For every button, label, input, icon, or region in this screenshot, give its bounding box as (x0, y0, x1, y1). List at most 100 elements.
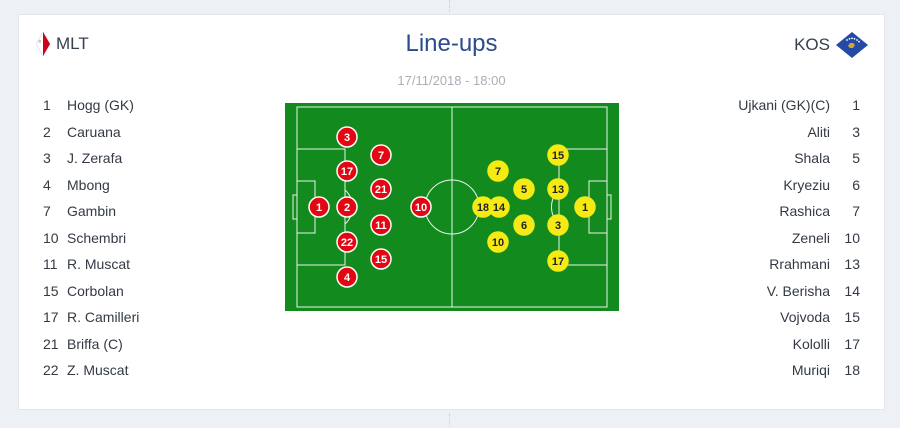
home-team-header[interactable]: MLT (36, 32, 89, 56)
player-number: 7 (852, 203, 860, 220)
player-name: Corbolan (67, 282, 124, 299)
home-player-row[interactable]: 4 Mbong (43, 172, 139, 199)
player-number: 17 (43, 309, 59, 326)
player-marker-number: 1 (582, 202, 588, 214)
home-player-marker[interactable]: 22 (336, 231, 358, 253)
away-player-marker[interactable]: 14 (488, 196, 510, 218)
player-number: 10 (844, 229, 860, 246)
player-number: 5 (852, 150, 860, 167)
player-name: Mbong (67, 176, 110, 193)
player-number: 11 (43, 256, 58, 273)
away-player-marker[interactable]: 5 (513, 178, 535, 200)
top-divider (449, 0, 451, 12)
home-player-marker[interactable]: 17 (336, 160, 358, 182)
player-marker-number: 5 (521, 184, 527, 196)
player-marker-number: 10 (415, 202, 427, 214)
player-number: 4 (43, 176, 51, 193)
player-marker-number: 14 (493, 202, 506, 214)
home-player-marker[interactable]: 15 (370, 248, 392, 270)
away-player-row[interactable]: Rashica 7 (738, 198, 860, 225)
player-marker-number: 18 (477, 202, 489, 214)
player-marker-number: 2 (344, 202, 350, 214)
player-number: 15 (43, 282, 59, 299)
away-player-marker[interactable]: 13 (547, 178, 569, 200)
away-player-marker[interactable]: 3 (547, 214, 569, 236)
home-player-marker[interactable]: 2 (336, 196, 358, 218)
player-name: Vojvoda (780, 309, 830, 326)
away-player-row[interactable]: Rrahmani 13 (738, 251, 860, 278)
away-player-marker[interactable]: 15 (547, 144, 569, 166)
player-name: Gambin (67, 203, 117, 220)
home-player-row[interactable]: 1 Hogg (GK) (43, 92, 139, 119)
player-marker-number: 17 (341, 166, 353, 178)
away-player-marker[interactable]: 7 (487, 160, 509, 182)
player-name: Kryeziu (783, 176, 830, 193)
player-name: Rashica (779, 203, 830, 220)
player-number: 17 (844, 335, 860, 352)
player-marker-number: 11 (375, 220, 387, 232)
player-name: Schembri (67, 229, 127, 246)
away-player-row[interactable]: Muriqi 18 (738, 357, 860, 384)
away-player-row[interactable]: Shala 5 (738, 145, 860, 172)
player-number: 14 (844, 282, 860, 299)
home-player-row[interactable]: 17 R. Camilleri (43, 304, 139, 331)
away-player-marker[interactable]: 1 (574, 196, 596, 218)
player-marker-number: 7 (495, 166, 501, 178)
player-marker-number: 22 (341, 237, 353, 249)
away-player-marker[interactable]: 18 (472, 196, 494, 218)
away-player-marker[interactable]: 6 (513, 214, 535, 236)
home-player-marker[interactable]: 7 (370, 144, 392, 166)
player-name: Shala (794, 150, 830, 167)
player-number: 1 (852, 97, 860, 114)
away-team-header[interactable]: KOS (794, 32, 868, 58)
away-player-row[interactable]: Ujkani (GK)(C) 1 (738, 92, 860, 119)
home-player-marker[interactable]: 11 (370, 214, 392, 236)
player-marker-number: 3 (344, 132, 350, 144)
home-player-marker[interactable]: 3 (336, 126, 358, 148)
player-name: Muriqi (791, 362, 830, 379)
player-marker-number: 6 (521, 220, 527, 232)
home-player-marker[interactable]: 4 (336, 266, 358, 288)
home-player-row[interactable]: 10 Schembri (43, 225, 139, 252)
home-player-marker[interactable]: 21 (370, 178, 392, 200)
pitch-diagram: 3 17 7 21 1 2 10 11 22 15 4 7 15 5 13 18 14 1 6 3 10 17 (285, 103, 619, 311)
player-number: 2 (43, 123, 51, 140)
player-marker-number: 15 (552, 150, 564, 162)
away-player-row[interactable]: Zeneli 10 (738, 225, 860, 252)
player-name: Aliti (807, 123, 830, 140)
player-name: Ujkani (GK)(C) (738, 97, 830, 114)
player-name: R. Camilleri (67, 309, 140, 326)
player-number: 18 (844, 362, 860, 379)
malta-flag-icon (36, 32, 50, 56)
player-name: Hogg (GK) (67, 97, 134, 114)
player-number: 13 (844, 256, 860, 273)
bottom-divider (449, 414, 451, 426)
player-name: Zeneli (791, 229, 830, 246)
home-player-marker[interactable]: 1 (308, 196, 330, 218)
player-marker-number: 1 (316, 202, 322, 214)
player-number: 10 (43, 229, 59, 246)
player-marker-number: 4 (344, 272, 351, 284)
away-player-marker[interactable]: 17 (547, 250, 569, 272)
away-player-row[interactable]: V. Berisha 14 (738, 278, 860, 305)
player-marker-number: 10 (492, 237, 504, 249)
away-player-marker[interactable]: 10 (487, 231, 509, 253)
home-player-row[interactable]: 15 Corbolan (43, 278, 139, 305)
player-name: V. Berisha (766, 282, 830, 299)
home-player-marker[interactable]: 10 (410, 196, 432, 218)
player-name: Rrahmani (769, 256, 830, 273)
player-number: 1 (43, 97, 51, 114)
